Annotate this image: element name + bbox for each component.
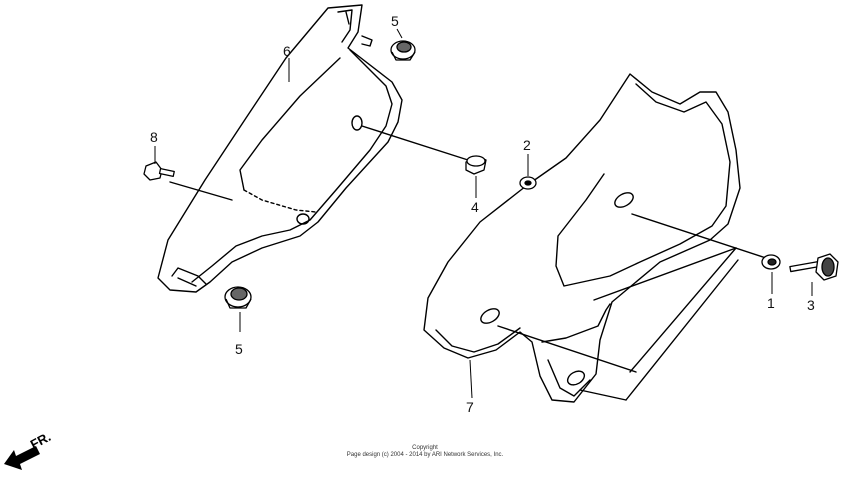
callout-5-top: 5 bbox=[391, 13, 399, 29]
washer-1 bbox=[761, 254, 781, 270]
front-direction-arrow-icon bbox=[4, 446, 40, 470]
callout-5-bottom: 5 bbox=[235, 341, 243, 357]
washer-2 bbox=[519, 176, 537, 190]
cushion bbox=[465, 155, 487, 175]
callout-2: 2 bbox=[523, 137, 531, 153]
grommet-bottom bbox=[224, 286, 252, 309]
callout-4: 4 bbox=[471, 199, 479, 215]
callout-1: 1 bbox=[767, 295, 775, 311]
quarter-turn-fastener bbox=[789, 253, 839, 281]
callout-8: 8 bbox=[150, 129, 158, 145]
bolt-8 bbox=[143, 161, 175, 181]
left-side-cover bbox=[157, 4, 403, 293]
callout-7: 7 bbox=[466, 399, 474, 415]
copyright-line-2: Page design (c) 2004 - 2014 by ARI Netwo… bbox=[346, 452, 504, 458]
callout-6: 6 bbox=[283, 43, 291, 59]
callout-3: 3 bbox=[807, 297, 815, 313]
copyright-line-1: Copyright bbox=[412, 445, 438, 451]
right-side-cover bbox=[423, 73, 741, 403]
grommet-top bbox=[390, 40, 416, 61]
